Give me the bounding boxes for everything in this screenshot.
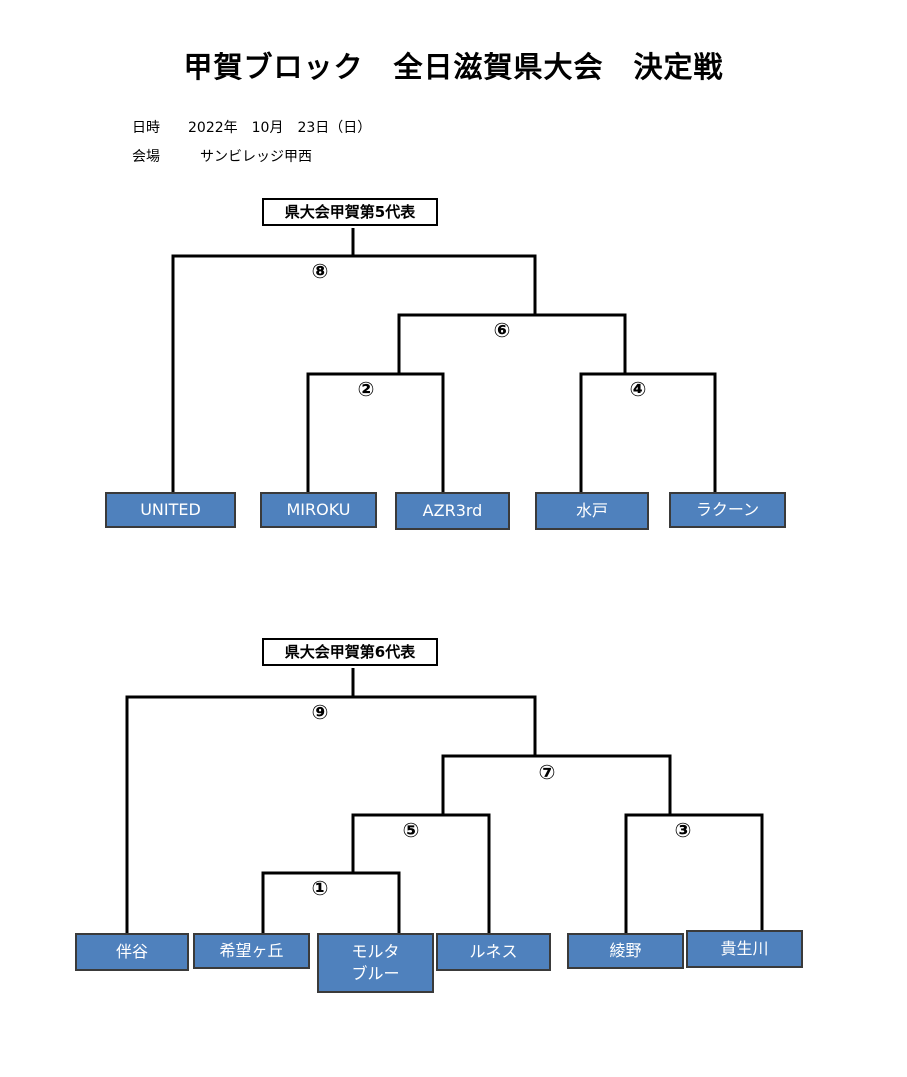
bracket1-header: 県大会甲賀第5代表 xyxy=(262,198,438,226)
team-banya: 伴谷 xyxy=(75,933,189,971)
team-raccoon: ラクーン xyxy=(669,492,786,528)
bracket2-line-7 xyxy=(441,754,672,815)
bracket2-match-1: ① xyxy=(311,876,329,900)
bracket2-match-3: ③ xyxy=(674,818,692,842)
team-miroku: MIROKU xyxy=(260,492,377,528)
bracket2-line-5 xyxy=(351,813,491,933)
venue-label: 会場 xyxy=(132,149,160,165)
bracket1-line-4 xyxy=(579,372,717,492)
team-kibukawa: 貴生川 xyxy=(686,930,803,968)
team-runesu: ルネス xyxy=(436,933,551,971)
venue-value: サンビレッジ甲西 xyxy=(200,149,312,165)
bracket2-header: 県大会甲賀第6代表 xyxy=(262,638,438,666)
bracket2-match-7: ⑦ xyxy=(538,760,556,784)
date-label: 日時 xyxy=(132,120,160,136)
bracket2-match-9: ⑨ xyxy=(311,700,329,724)
bracket2-match-5: ⑤ xyxy=(402,818,420,842)
bracket1-match-2: ② xyxy=(357,377,375,401)
bracket2-line-9 xyxy=(125,695,537,933)
bracket1-line-8 xyxy=(171,254,537,492)
bracket1-match-8: ⑧ xyxy=(311,259,329,283)
bracket1-match-4: ④ xyxy=(629,377,647,401)
team-azr3rd: AZR3rd xyxy=(395,492,510,530)
team-united: UNITED xyxy=(105,492,236,528)
date-value: 2022年 10月 23日（日） xyxy=(188,120,372,136)
page-title: 甲賀ブロック 全日滋賀県大会 決定戦 xyxy=(183,50,724,84)
bracket1-match-6: ⑥ xyxy=(493,318,511,342)
bracket1-line-2 xyxy=(306,372,445,492)
date-row: 日時 2022年 10月 23日（日） xyxy=(132,117,371,137)
team-kibougaoka: 希望ヶ丘 xyxy=(193,933,310,969)
team-ayano: 綾野 xyxy=(567,933,684,969)
team-moruta-blue: モルタ ブルー xyxy=(317,933,434,993)
bracket2-line-3 xyxy=(624,813,764,933)
venue-row: 会場 サンビレッジ甲西 xyxy=(132,146,312,166)
bracket2-line-1 xyxy=(261,871,401,933)
bracket1-line-6 xyxy=(397,313,627,374)
team-mito: 水戸 xyxy=(535,492,649,530)
